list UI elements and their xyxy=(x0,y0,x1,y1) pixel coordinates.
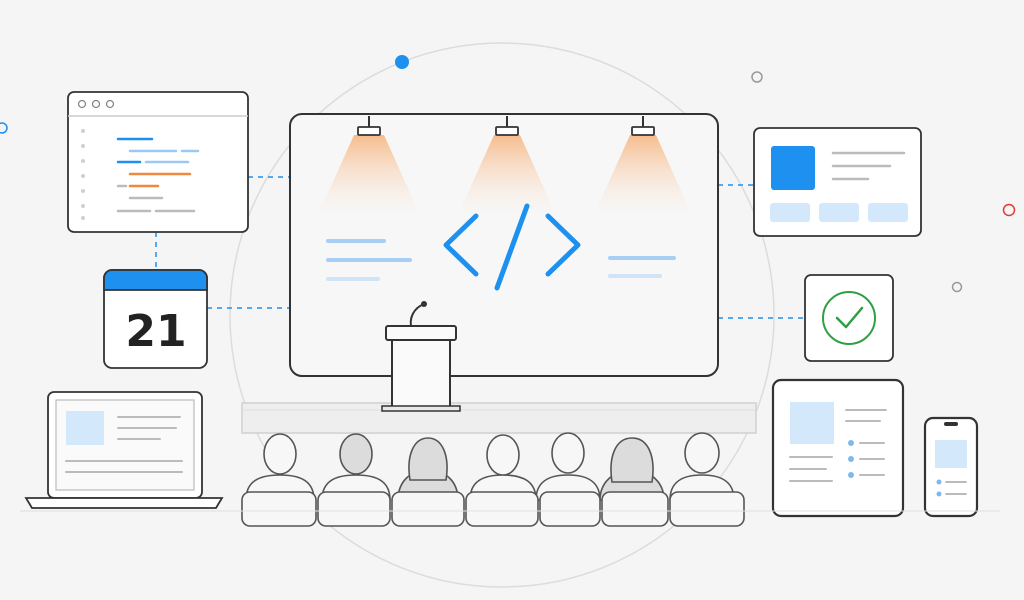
checkmark-card xyxy=(804,274,894,362)
stage-platform xyxy=(241,402,757,434)
audience-member xyxy=(321,433,391,501)
laptop xyxy=(24,391,224,509)
audience xyxy=(241,432,745,527)
spotlight-lamp xyxy=(357,126,381,136)
tablet xyxy=(771,378,905,518)
decor-dot-blue-outline xyxy=(0,122,8,134)
code-brackets-icon xyxy=(443,203,581,291)
audience-member xyxy=(669,432,735,501)
calendar-icon: 21 xyxy=(103,269,208,369)
audience-member xyxy=(535,432,601,501)
spotlight-lamp xyxy=(631,126,655,136)
card-thumbnail xyxy=(771,146,815,190)
podium xyxy=(381,301,461,412)
smartphone xyxy=(923,416,979,518)
spotlights xyxy=(318,116,692,215)
laptop-image-placeholder xyxy=(66,411,104,445)
presentation-screen xyxy=(289,113,719,377)
screen-text-lines xyxy=(326,239,676,281)
audience-member xyxy=(245,433,315,501)
decor-dot-red xyxy=(1002,203,1016,217)
audience-member xyxy=(599,437,665,501)
code-lines xyxy=(116,137,200,213)
decor-dot-gray xyxy=(751,71,763,83)
code-editor-window xyxy=(67,91,249,233)
checkmark-icon xyxy=(835,306,864,329)
content-card xyxy=(753,127,922,237)
audience-seats xyxy=(241,491,745,527)
audience-member xyxy=(469,434,537,501)
checkmark-circle xyxy=(822,291,876,345)
background-ring xyxy=(229,42,775,588)
card-chip xyxy=(770,203,810,222)
card-chip xyxy=(819,203,859,222)
card-chip xyxy=(868,203,908,222)
decor-dot-gray xyxy=(951,281,963,293)
tablet-image-placeholder xyxy=(790,402,834,444)
decor-dot-blue xyxy=(395,55,409,69)
audience-member xyxy=(397,437,459,501)
calendar-day: 21 xyxy=(125,306,186,357)
dashed-connectors xyxy=(155,176,805,319)
phone-image-placeholder xyxy=(935,440,967,468)
spotlight-lamp xyxy=(495,126,519,136)
